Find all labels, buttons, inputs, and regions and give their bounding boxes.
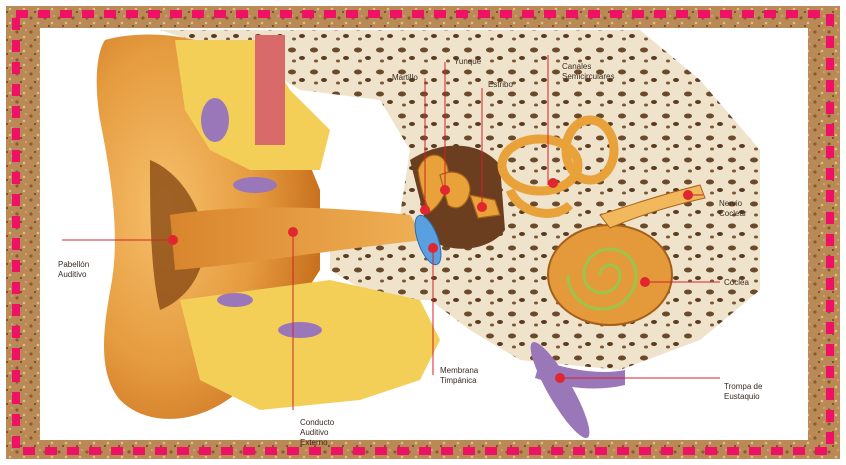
cochlea <box>548 225 672 325</box>
muscle-strip <box>255 35 285 145</box>
label-coclea: Cóclea <box>724 278 749 288</box>
label-estribo: Estribo <box>488 80 513 90</box>
label-yunque: Yunque <box>454 57 481 67</box>
label-martillo: Martillo <box>392 73 418 83</box>
